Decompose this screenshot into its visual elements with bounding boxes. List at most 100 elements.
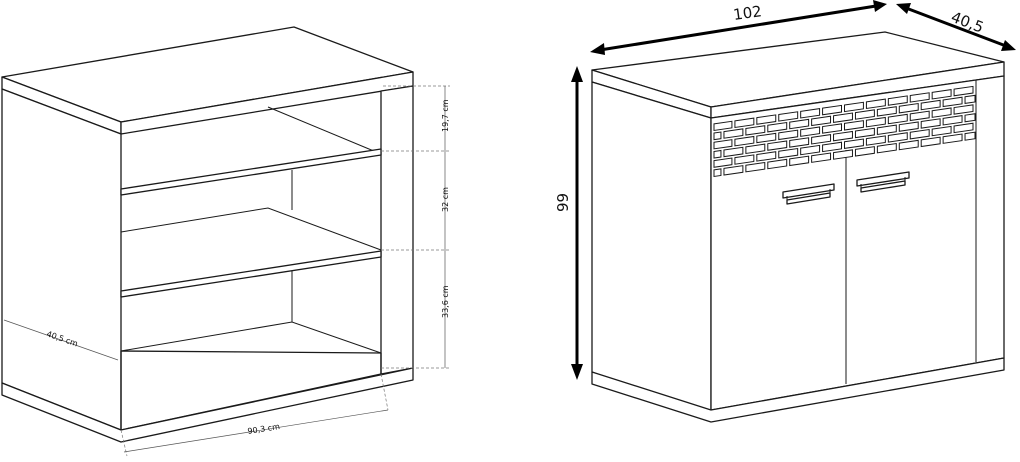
decor-tile — [844, 101, 864, 113]
decor-tile — [865, 116, 886, 128]
decor-tile — [942, 96, 963, 108]
left-width-label: 90,3 cm — [247, 422, 281, 436]
decor-tile — [734, 135, 755, 147]
back-wall-edge — [267, 106, 382, 155]
closed-cabinet-drawing — [591, 31, 1005, 423]
shelf-height-label-middle: 32 cm — [441, 187, 450, 212]
decor-tile — [713, 168, 722, 178]
decor-tile — [909, 128, 930, 140]
sideboard-base — [591, 357, 1005, 423]
decor-tile — [811, 134, 832, 145]
decor-tile — [822, 141, 842, 153]
decor-tile — [909, 92, 930, 103]
decor-tile — [822, 123, 842, 134]
decor-tile — [713, 139, 733, 150]
decor-tile — [789, 137, 810, 148]
decor-tile — [713, 157, 733, 168]
decor-tile — [767, 158, 788, 170]
open-cabinet-drawing — [1, 26, 450, 457]
decor-tile — [854, 146, 875, 157]
decor-tile — [898, 139, 919, 151]
decor-tile — [920, 118, 941, 129]
decor-tile — [887, 132, 908, 143]
decor-tile — [964, 113, 976, 123]
shelf-height-label-top: 19,7 cm — [441, 99, 450, 132]
decor-tile — [723, 146, 744, 158]
decor-tile — [756, 151, 777, 162]
cabinet-left-side — [1, 88, 122, 431]
decor-tile — [811, 152, 832, 163]
decor-tile — [953, 85, 974, 97]
cabinet-right-post — [380, 85, 414, 375]
decor-tile — [833, 112, 853, 123]
decor-tile — [876, 124, 897, 136]
decor-tile — [876, 142, 897, 154]
decor-tile — [920, 136, 941, 148]
decor-tile — [854, 109, 875, 120]
decor-tile — [865, 135, 886, 146]
decor-tile — [931, 89, 952, 100]
decor-tile — [942, 115, 963, 126]
height-arrow — [571, 66, 583, 380]
right-height-label: 99 — [554, 193, 572, 212]
shelf-2-front — [120, 250, 382, 298]
right-width-label: 102 — [732, 2, 763, 24]
decor-tile — [931, 107, 952, 118]
decor-tile — [789, 118, 810, 130]
decor-tile — [745, 143, 766, 155]
shelf-2-top — [120, 207, 382, 251]
decor-tile — [887, 95, 908, 106]
sideboard-side — [591, 81, 712, 421]
decor-tile — [964, 131, 976, 141]
decor-tile — [833, 149, 853, 160]
shelf-height-label-bottom: 33,6 cm — [441, 285, 450, 318]
width-dimension-line — [123, 409, 389, 453]
shelf-1 — [120, 148, 382, 196]
decor-tile — [953, 104, 974, 115]
decor-tile — [734, 117, 755, 129]
depth-dimension-line — [3, 319, 119, 361]
width-arrow — [590, 0, 887, 55]
decor-tile — [800, 108, 821, 119]
decor-tile — [778, 111, 799, 122]
decor-tile — [745, 125, 766, 136]
decor-tile — [822, 104, 842, 116]
decor-tile — [909, 110, 930, 122]
decor-tile — [931, 125, 952, 137]
decor-tile — [844, 120, 864, 131]
decor-tile — [964, 94, 976, 104]
decor-tile — [865, 98, 886, 110]
decor-tile — [767, 140, 788, 151]
decor-tile — [756, 132, 777, 144]
dim-guide — [380, 373, 389, 411]
decor-tile — [723, 128, 744, 139]
decor-tile — [767, 121, 788, 133]
decor-tile — [833, 130, 853, 142]
decor-tile — [778, 147, 799, 159]
decorative-tile-grid — [713, 85, 976, 178]
decor-tile — [898, 102, 919, 114]
decor-tile — [713, 149, 722, 159]
decor-tile — [844, 138, 864, 149]
decor-tile — [811, 115, 832, 127]
decor-tile — [887, 113, 908, 125]
decor-tile — [800, 144, 821, 156]
decor-tile — [800, 126, 821, 137]
decor-tile — [745, 161, 766, 173]
decor-tile — [854, 127, 875, 139]
decor-tile — [756, 114, 777, 125]
decor-tile — [713, 131, 722, 141]
decor-tile — [734, 154, 755, 165]
decor-tile — [920, 99, 941, 111]
right-door-handle — [856, 171, 910, 193]
depth-arrow — [896, 3, 1016, 51]
decor-tile — [778, 129, 799, 141]
decor-tile — [942, 133, 963, 144]
decor-tile — [953, 122, 974, 134]
left-door-handle — [782, 183, 835, 205]
decor-tile — [876, 106, 897, 117]
bottom-panel-top — [120, 321, 382, 354]
decor-tile — [898, 121, 919, 132]
